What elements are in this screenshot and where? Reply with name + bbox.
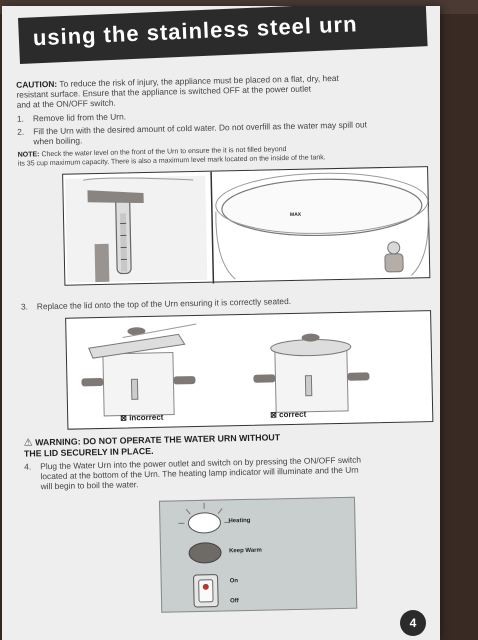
max-label: MAX xyxy=(289,211,302,218)
incorrect-label: ⊠ incorrect xyxy=(120,412,164,423)
control-panel-diagram: Heating Keep Warm On Off xyxy=(158,496,358,613)
heating-label: Heating xyxy=(228,517,251,525)
manual-page: using the stainless steel urn CAUTION: T… xyxy=(2,6,440,640)
keep-warm-label: Keep Warm xyxy=(228,547,262,555)
warning-line-2: THE LID SECURELY IN PLACE. xyxy=(23,445,154,459)
warning-icon: ⚠ xyxy=(23,437,33,449)
page-content: CAUTION: To reduce the risk of injury, t… xyxy=(2,65,440,613)
figure-lid-placement: ⊠ incorrect ⊠ correct xyxy=(65,310,434,430)
on-label: On xyxy=(229,578,239,585)
step-1: 1.Remove lid from the Urn. xyxy=(16,111,127,124)
title-banner: using the stainless steel urn xyxy=(18,6,428,64)
page-number: 4 xyxy=(400,610,426,636)
step-4-line-3: will begin to boil the water. xyxy=(40,479,139,492)
step-2-line-2: when boiling. xyxy=(33,135,83,147)
figure-fill-urn: MAX xyxy=(62,166,431,286)
note-label: NOTE: xyxy=(17,151,40,159)
step-3: 3.Replace the lid onto the top of the Ur… xyxy=(20,295,292,312)
page-title: using the stainless steel urn xyxy=(32,11,358,51)
correct-label: ⊠ correct xyxy=(270,409,307,420)
off-label: Off xyxy=(230,598,239,605)
caution-line-3: and at the ON/OFF switch. xyxy=(16,97,116,110)
